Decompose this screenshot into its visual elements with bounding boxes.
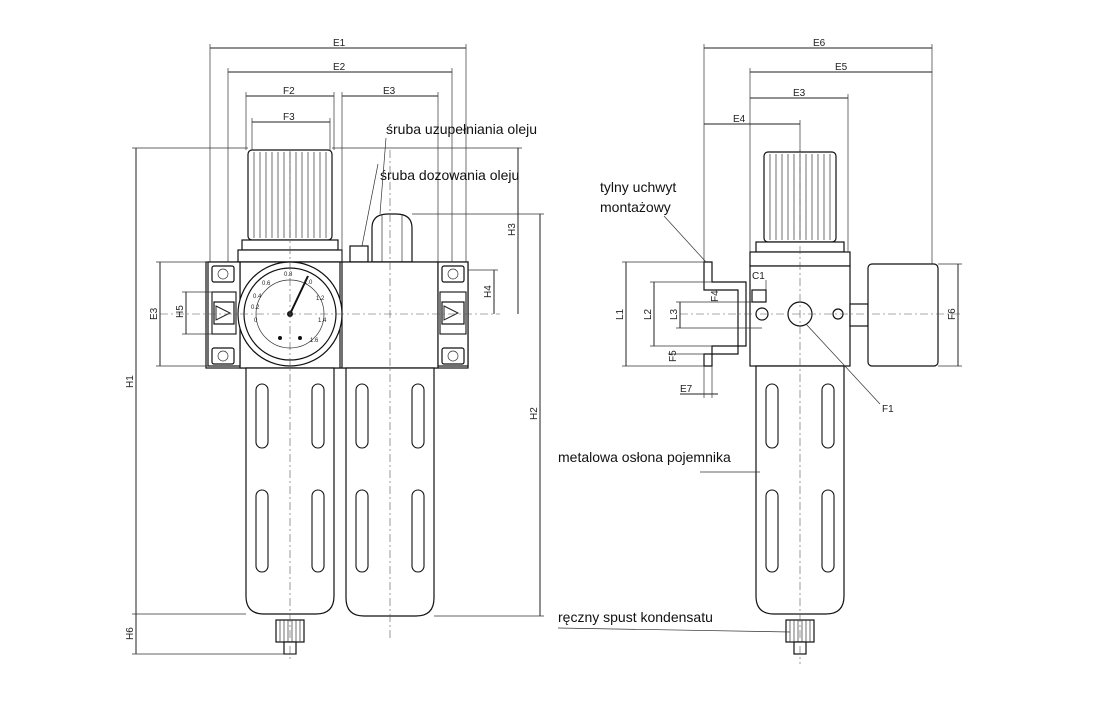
right-arrow-box	[441, 301, 465, 325]
dim-E3-front: E3	[383, 86, 396, 97]
gauge-scale-1.2: 1.2	[316, 296, 325, 302]
side-dimension-lines	[622, 44, 962, 405]
mounting-slots	[211, 265, 465, 365]
callout-manual-drain: ręczny spust kondensatu	[558, 609, 713, 625]
dim-F5: F5	[668, 350, 679, 362]
dim-F3: F3	[283, 112, 295, 123]
dim-L1: L1	[615, 308, 626, 320]
dim-F6: F6	[947, 308, 958, 320]
dim-E1: E1	[333, 38, 346, 49]
callout-metal-bowl-guard: metalowa osłona pojemnika	[558, 449, 731, 465]
c1-slot	[751, 289, 767, 303]
dim-F4: F4	[710, 290, 721, 302]
lubricator-bowl-windows	[355, 383, 425, 573]
dim-E6: E6	[813, 38, 826, 49]
dosing-screw	[349, 245, 369, 263]
dim-H2: H2	[529, 407, 540, 420]
dim-H1: H1	[125, 375, 136, 388]
dim-E3-side-view: E3	[793, 88, 806, 99]
dim-L2: L2	[643, 308, 654, 320]
callout-oil-dosing-screw: śruba dozowania oleju	[380, 167, 519, 183]
dim-L3: L3	[669, 308, 680, 320]
side-gauge	[867, 263, 939, 367]
gauge-scale-1.6: 1.6	[310, 338, 319, 344]
left-flow-arrow-icon	[215, 305, 232, 321]
callout-oil-fill-screw: śruba uzupełniania oleju	[386, 121, 537, 137]
gauge-scale-0.8: 0.8	[284, 272, 293, 278]
dim-E5: E5	[835, 62, 848, 73]
gauge-scale-0.4: 0.4	[253, 294, 262, 300]
gauge-scale-1.0: 1.0	[304, 280, 313, 286]
gauge-scale-1.4: 1.4	[318, 318, 327, 324]
dim-F2: F2	[283, 86, 295, 97]
dim-C1: C1	[752, 271, 765, 282]
dim-H3: H3	[507, 223, 518, 236]
dim-E2: E2	[333, 62, 346, 73]
dim-H4: H4	[483, 285, 494, 298]
side-gauge-stem	[849, 303, 869, 327]
dim-E7: E7	[680, 384, 693, 395]
gauge-scale-0.2: 0.2	[251, 305, 260, 311]
dim-H6: H6	[125, 627, 136, 640]
lubricator-dome	[371, 213, 413, 263]
callout-rear-bracket-line1: tylny uchwyt	[600, 179, 676, 195]
side-view: E6 E5 E3 E4 C1 L1 L2 L3 F4 F5 E7 F6 F1 t…	[557, 38, 962, 664]
dim-F1: F1	[882, 404, 894, 415]
right-flow-arrow-icon	[443, 305, 460, 321]
side-bowl-windows	[765, 383, 835, 573]
front-dimension-lines	[132, 44, 544, 655]
filter-bowl-windows	[255, 383, 325, 573]
dim-H5: H5	[175, 305, 186, 318]
gauge-scale-0: 0	[254, 318, 258, 324]
dim-E3-side: E3	[149, 307, 160, 320]
callout-rear-bracket-line2: montażowy	[600, 199, 671, 215]
gauge-scale-0.6: 0.6	[262, 281, 271, 287]
front-view: 0 0.2 0.4 0.6 0.8 1.0 1.2 1.4 1.6	[125, 38, 544, 660]
dim-E4: E4	[733, 114, 746, 125]
